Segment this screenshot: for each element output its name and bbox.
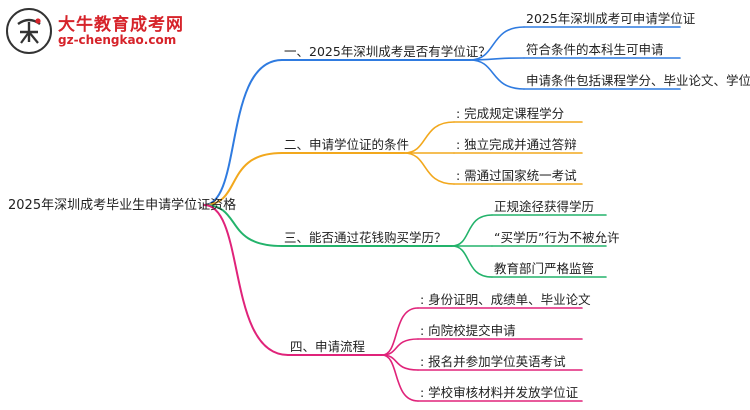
branch-3-label: 三、能否通过花钱购买学历？	[284, 230, 447, 245]
branch-2-connector	[203, 152, 283, 206]
root-topic: 2025年深圳成考毕业生申请学位证资格	[8, 198, 237, 213]
branch-1-item-1: 2025年深圳成考可申请学位证	[526, 11, 696, 26]
branch-3-connector	[203, 204, 283, 247]
branch-1-label: 一、2025年深圳成考是否有学位证？	[284, 44, 491, 59]
site-url: gz-chengkao.com	[58, 33, 177, 47]
branch-4-connector	[203, 204, 289, 356]
branch-2-item-3: : 需通过国家统一考试	[456, 168, 577, 183]
branch-1-item-3: 申请条件包括课程学分、毕业论文、学位英语	[526, 73, 750, 88]
branch-2-item-2: : 独立完成并通过答辩	[456, 137, 577, 152]
branch-3-item-1: 正规途径获得学历	[494, 199, 595, 214]
niu-logo-icon	[6, 8, 52, 54]
branch-3-item-1-connector	[451, 214, 493, 247]
branch-2-item-1: : 完成规定课程学分	[456, 106, 565, 121]
branch-4-item-4: : 学校审核材料并发放学位证	[420, 385, 579, 400]
branch-3-item-3: 教育部门严格监管	[494, 261, 595, 276]
branch-4-item-2: : 向院校提交申请	[420, 323, 516, 338]
branch-1-item-2: 符合条件的本科生可申请	[526, 42, 664, 57]
branch-3-item-3-connector	[451, 245, 493, 278]
branch-2-item-3-connector	[403, 152, 455, 185]
branch-4-label: 四、申请流程	[290, 339, 366, 354]
site-name: 大牛教育成考网	[58, 15, 184, 35]
branch-2-item-1-connector	[403, 121, 455, 154]
branch-4-item-3: : 报名并参加学位英语考试	[420, 354, 566, 369]
branch-1-item-1-connector	[469, 26, 525, 61]
branch-2-label: 二、申请学位证的条件	[284, 137, 410, 152]
branch-4-item-1-connector	[381, 307, 419, 356]
branch-4-item-1: : 身份证明、成绩单、毕业论文	[420, 292, 591, 307]
branch-3-item-2: “买学历”行为不被允许	[494, 230, 620, 245]
branch-1-connector	[203, 59, 283, 206]
branch-4-item-4-connector	[381, 354, 419, 402]
site-logo[interactable]: 大牛教育成考网 gz-chengkao.com	[6, 8, 246, 54]
branch-1-item-3-connector	[469, 59, 525, 90]
